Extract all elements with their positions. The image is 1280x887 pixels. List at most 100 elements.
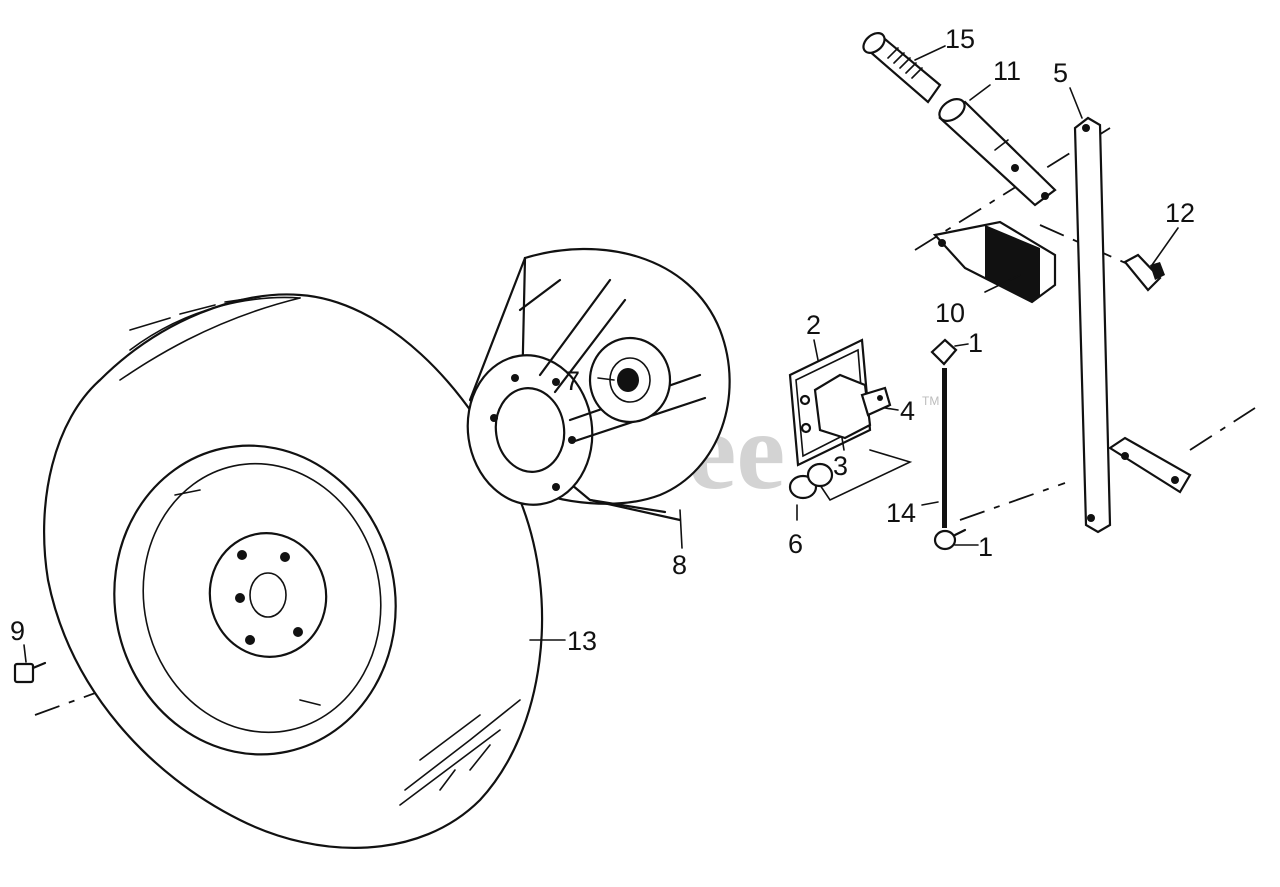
lower-bolt-centerline [959, 482, 1066, 521]
callout-3: 3 [833, 451, 848, 481]
tread-blocks-bottom [399, 699, 521, 806]
bearing [617, 368, 639, 392]
rim-slots [174, 489, 321, 706]
lower-cap-body [933, 529, 957, 551]
leader-5 [1069, 87, 1083, 119]
block-face [985, 225, 1040, 302]
lever-arm [1073, 116, 1112, 534]
switch-centerline [1039, 224, 1131, 266]
leader-1-upper [954, 343, 969, 347]
callout-13: 13 [567, 626, 597, 656]
lug-hole [245, 635, 255, 645]
upper-cap-body [930, 338, 958, 366]
lug-hole [280, 552, 290, 562]
lever-arm-body [1073, 116, 1112, 534]
callout-2: 2 [806, 310, 821, 340]
leader-8 [679, 509, 683, 549]
rod [942, 368, 947, 528]
bushings [788, 462, 834, 500]
frame-base [588, 498, 667, 514]
lug-hole [237, 550, 247, 560]
callout-1-upper: 1 [968, 328, 983, 358]
callout-11: 11 [993, 56, 1021, 86]
sleeve-end [862, 32, 886, 54]
flange-bolt-hole [490, 414, 498, 422]
leader-11 [969, 84, 991, 101]
wheel-hub-plate [208, 532, 328, 658]
callout-12: 12 [1165, 198, 1195, 228]
leader-7 [597, 377, 615, 381]
block [932, 220, 1057, 304]
switch [1123, 253, 1165, 292]
switch-body [1123, 253, 1162, 292]
bushing [806, 462, 834, 488]
link-plate [1107, 436, 1192, 494]
sleeve-grip [887, 47, 923, 79]
callout-6: 6 [788, 529, 803, 559]
block-hole [938, 239, 946, 247]
wheel-rim-outer [113, 444, 397, 756]
pin-hole [1011, 164, 1019, 172]
bracket-body [813, 373, 872, 440]
upper-pin-centerline [914, 127, 1111, 251]
bolt-head [13, 662, 35, 684]
callout-7: 7 [565, 366, 580, 396]
wheel-center-hole [249, 572, 287, 618]
pin-end [938, 97, 966, 123]
flange-opening [494, 387, 566, 473]
upper-cap [930, 338, 958, 366]
frame-strut-rear [518, 278, 562, 312]
leader-3 [841, 437, 845, 451]
bearing-center [617, 368, 639, 392]
link-plate-hole [1171, 476, 1179, 484]
leader-10 [984, 274, 1021, 293]
cone-flange [466, 354, 594, 506]
lower-cap [933, 528, 967, 551]
callout-1-lower: 1 [978, 532, 993, 562]
plate-screw [800, 422, 812, 434]
tread-blocks-top [129, 296, 261, 331]
lower-pin-centerline [1189, 407, 1256, 451]
switch-terminal [1150, 262, 1165, 280]
leader-2 [813, 339, 819, 361]
callout-15: 15 [945, 24, 975, 54]
leader-9 [23, 644, 27, 663]
link-plate-hole [1121, 452, 1129, 460]
lug-hole [293, 627, 303, 637]
leader-lines [23, 45, 1179, 663]
tire-sidewall [42, 293, 544, 849]
bracket-leader-lines [819, 449, 913, 502]
callout-10: 10 [935, 298, 965, 328]
link-plate-body [1107, 436, 1192, 494]
leader-15 [914, 45, 946, 61]
callout-4: 4 [900, 396, 915, 426]
rod-body [942, 368, 947, 528]
callout-5: 5 [1053, 58, 1068, 88]
callout-14: 14 [886, 498, 916, 528]
leader-14 [921, 501, 939, 506]
tire-wheel-assembly [42, 293, 544, 849]
flange-bolt-hole [511, 374, 519, 382]
lug-hole [235, 593, 245, 603]
flange-bolt-hole [552, 483, 560, 491]
sleeve [862, 32, 942, 104]
frame-strut [538, 278, 627, 394]
bolt-shank [31, 661, 47, 670]
bracket-tab [860, 386, 892, 417]
pin [938, 97, 1057, 207]
wheel-bolt [13, 661, 47, 684]
pin-detail [994, 139, 1009, 151]
wheel-rim-inner [142, 462, 382, 734]
leader-12 [1151, 227, 1179, 266]
mounting-bracket-assembly [788, 338, 913, 502]
bracket-tab-hole [877, 395, 883, 401]
lever-bottom-hole [1087, 514, 1095, 522]
pin-hole [1041, 192, 1049, 200]
callout-8: 8 [672, 550, 687, 580]
flange-bolt-hole [552, 378, 560, 386]
tire-tread-edge [129, 296, 301, 351]
callout-labels: 15 11 5 12 10 2 1 7 4 3 14 6 1 8 9 13 [10, 24, 1195, 656]
watermark-trademark: TM [922, 394, 939, 408]
tire-tread-inner [119, 297, 301, 381]
